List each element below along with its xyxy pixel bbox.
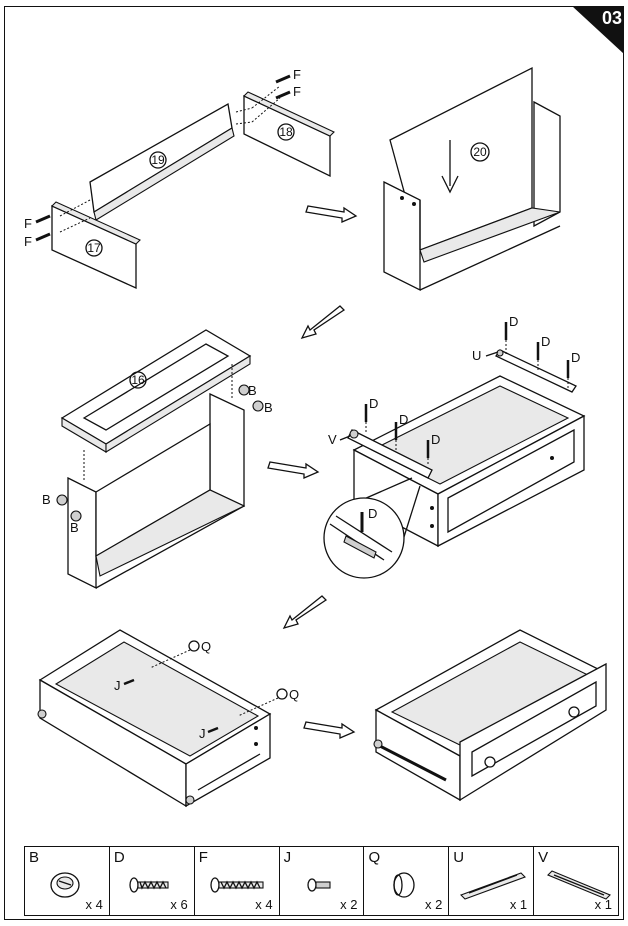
part-qty: x 4 (255, 897, 273, 912)
finished-drawer-front (459, 662, 607, 802)
panel-19-number: 19 (151, 153, 165, 167)
part-cell-q: Q x 2 (364, 847, 450, 915)
diagram-step-drawer-front: Q Q J J (37, 629, 299, 808)
part-cell-u: U x 1 (449, 847, 535, 915)
part-qty: x 6 (170, 897, 188, 912)
callout-j: J (199, 726, 206, 741)
part-letter: F (198, 849, 208, 866)
arrow-right-icon (267, 461, 320, 479)
panel-16-number: 16 (131, 373, 145, 387)
part-letter: D (113, 849, 125, 866)
callout-d: D (399, 412, 408, 427)
callout-b: B (42, 492, 51, 507)
callout-q: Q (201, 639, 211, 654)
diagram-step-back-panel: 20 (383, 66, 561, 292)
panel-17-marker (85, 239, 103, 257)
panel-18-number: 18 (279, 125, 293, 139)
drawer-slide-icon (547, 870, 612, 900)
part-qty: x 2 (340, 897, 358, 912)
callout-b: B (264, 400, 273, 415)
callout-u: U (472, 348, 481, 363)
assembly-diagram: 19 18 F F 17 F F (24, 66, 607, 808)
callout-d: D (509, 314, 518, 329)
part-cell-b: B x 4 (25, 847, 110, 915)
screw-f-icon (35, 214, 51, 242)
panel-20-marker (470, 142, 490, 162)
part-qty: x 1 (594, 897, 613, 912)
panel-18-edge (243, 91, 335, 137)
part-qty: x 1 (509, 897, 528, 912)
knob-icon (484, 756, 496, 768)
arrow-right-icon (305, 205, 358, 223)
arrow-down-icon (441, 140, 459, 194)
callout-d: D (431, 432, 440, 447)
short-screw-icon (129, 877, 169, 893)
diagram-step-slides: U V D D D D D D (323, 314, 586, 579)
callout-q: Q (289, 687, 299, 702)
screw-j-icon (123, 678, 219, 734)
screw-d-icon (364, 322, 570, 458)
drawer-slide-v (347, 429, 433, 479)
part-letter: B (29, 849, 40, 866)
panel-19-marker (149, 151, 167, 169)
part-letter: U (453, 849, 465, 866)
callout-f: F (293, 67, 301, 82)
drawer-front-panel (185, 712, 271, 808)
parts-legend: B x 4 D x 6 F x 4 J x 2 Q (24, 846, 619, 916)
diagram-step-frame-parts: 19 18 F F 17 F F (24, 67, 335, 290)
panel-17-edge (51, 201, 141, 245)
callout-d: D (541, 334, 550, 349)
callout-d: D (571, 350, 580, 365)
arrow-right-icon (303, 721, 356, 739)
callout-d: D (368, 506, 377, 521)
drawer-box-front (437, 414, 585, 548)
detail-zoom-circle (323, 477, 421, 579)
callout-b: B (248, 383, 257, 398)
diagram-step-finished-drawer (373, 629, 607, 802)
step-badge: 03 (558, 0, 628, 58)
screw-f-icon (275, 74, 291, 100)
small-screw-icon (306, 878, 331, 892)
callout-f: F (24, 234, 32, 249)
step-badge-shape (572, 6, 624, 54)
diagram-step-top-panel: 16 B B B B (42, 329, 273, 590)
arrow-down-left-icon (282, 595, 328, 630)
panel-16-marker (129, 371, 147, 389)
drawer-slide-u (495, 349, 577, 393)
part-cell-f: F x 4 (195, 847, 280, 915)
panel-18-marker (277, 123, 295, 141)
cam-lock-icon (50, 872, 80, 898)
part-qty: x 4 (85, 897, 103, 912)
drawer-slide-icon (460, 872, 527, 900)
frame-bottom (419, 207, 561, 263)
knob-icon (568, 706, 580, 718)
step-number: 03 (601, 8, 622, 28)
knob-q-icon (188, 640, 288, 700)
callout-f: F (293, 84, 301, 99)
callout-j: J (114, 678, 121, 693)
part-cell-j: J x 2 (280, 847, 365, 915)
cam-lock-b-icon (56, 384, 264, 522)
instruction-page-frame (4, 6, 624, 920)
part-letter: J (283, 849, 292, 866)
frame-right-side (533, 100, 561, 228)
part-letter: Q (368, 849, 381, 866)
long-screw-icon (210, 877, 264, 893)
part-letter: V (538, 849, 549, 866)
arrow-down-left-icon (300, 305, 346, 340)
part-qty: x 2 (424, 897, 443, 912)
panel-17-number: 17 (87, 241, 101, 255)
panel-20-number: 20 (473, 145, 487, 159)
part-cell-d: D x 6 (110, 847, 195, 915)
knob-icon (393, 872, 416, 898)
callout-b: B (70, 520, 79, 535)
callout-v: V (328, 432, 337, 447)
part-cell-v: V x 1 (534, 847, 618, 915)
callout-d: D (369, 396, 378, 411)
panel-19-edge (93, 127, 235, 221)
callout-f: F (24, 216, 32, 231)
